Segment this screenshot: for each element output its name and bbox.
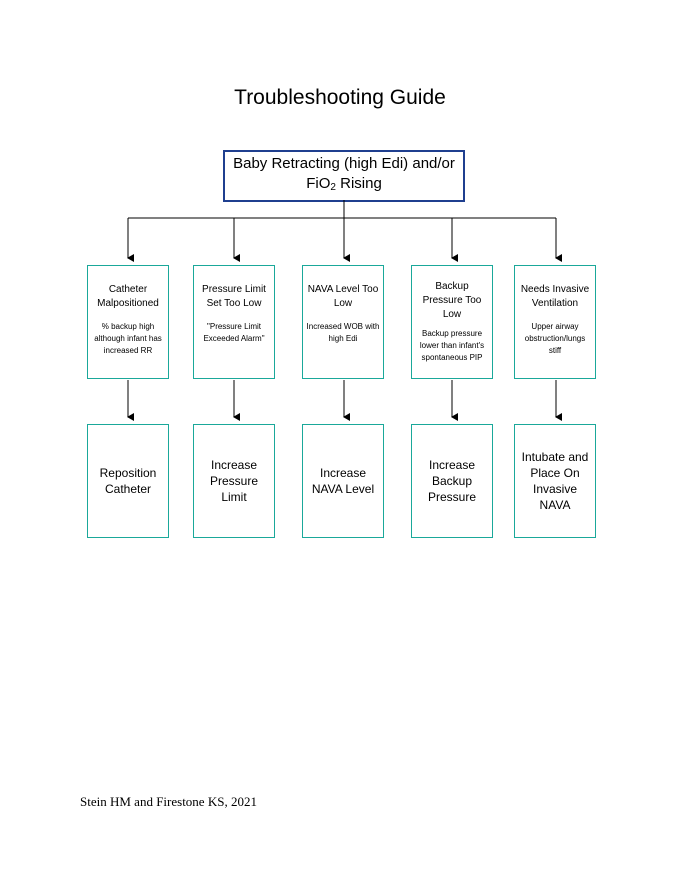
action-box-increase-pressure-limit: Increase Pressure Limit [193, 424, 275, 538]
root-line2-prefix: FiO [306, 175, 331, 192]
cause-title: NAVA Level Too Low [307, 284, 379, 309]
cause-description: Upper airway obstruction/lungs stiff [524, 322, 586, 355]
cause-title: Catheter Malpositioned [97, 284, 159, 309]
root-problem-box: Baby Retracting (high Edi) and/or FiO2 R… [223, 150, 465, 202]
page-title: Troubleshooting Guide [234, 86, 446, 109]
root-problem-line1: Baby Retracting (high Edi) and/or [233, 155, 455, 172]
action-box-intubate: Intubate and Place On Invasive NAVA [514, 424, 596, 538]
cause-description: "Pressure Limit Exceeded Alarm" [203, 322, 265, 343]
action-box-reposition: Reposition Catheter [87, 424, 169, 538]
cause-box-backup-pressure: Backup Pressure Too Low Backup pressure … [411, 265, 493, 379]
cause-box-invasive: Needs Invasive Ventilation Upper airway … [514, 265, 596, 379]
action-box-increase-backup: Increase Backup Pressure [411, 424, 493, 538]
cause-box-catheter: Catheter Malpositioned % backup high alt… [87, 265, 169, 379]
root-line2-suffix: Rising [335, 175, 382, 192]
root-problem-line2: FiO2 Rising [306, 174, 382, 198]
root-line2-subscript: 2 [330, 182, 336, 193]
citation: Stein HM and Firestone KS, 2021 [80, 794, 257, 809]
cause-title: Needs Invasive Ventilation [520, 284, 590, 309]
cause-description: % backup high although infant has increa… [94, 322, 162, 355]
cause-description: Backup pressure lower than infant's spon… [419, 329, 485, 362]
cause-description: Increased WOB with high Edi [306, 322, 380, 343]
cause-title: Pressure Limit Set Too Low [202, 284, 266, 309]
action-box-increase-nava: Increase NAVA Level [302, 424, 384, 538]
cause-title: Backup Pressure Too Low [422, 281, 482, 320]
cause-box-pressure-limit: Pressure Limit Set Too Low "Pressure Lim… [193, 265, 275, 379]
cause-box-nava-level: NAVA Level Too Low Increased WOB with hi… [302, 265, 384, 379]
